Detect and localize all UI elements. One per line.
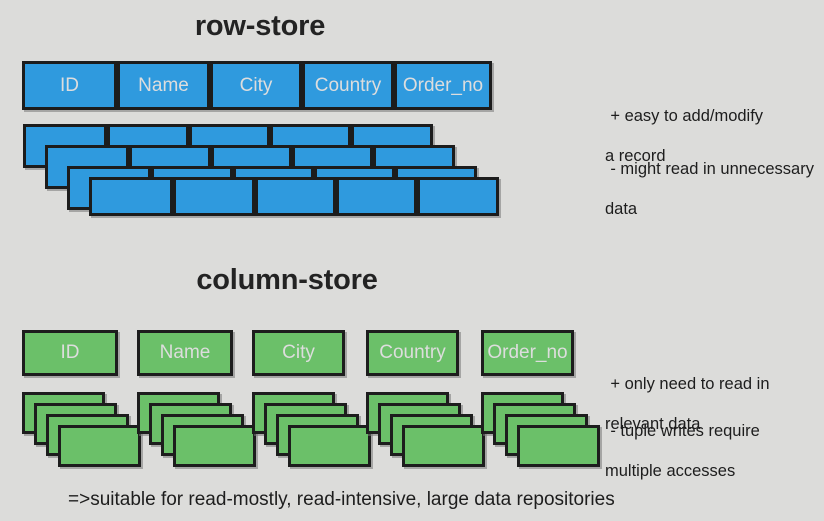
row-store-note-negative-line2: data xyxy=(605,200,638,218)
row-store-column-header-name: Name xyxy=(117,61,210,110)
column-store-note-positive-line2: relevant data xyxy=(605,415,701,433)
column-store-value-box xyxy=(517,425,600,467)
column-store-column-header-name: Name xyxy=(137,330,233,376)
column-store-value-box xyxy=(288,425,371,467)
row-store-column-header-id: ID xyxy=(22,61,117,110)
row-store-header-strip: ID Name City Country Order_no xyxy=(22,61,492,110)
column-store-value-stack-order-no xyxy=(481,392,601,472)
column-store-column-header-order-no: Order_no xyxy=(481,330,574,376)
row-store-column-header-country: Country xyxy=(302,61,394,110)
column-store-title: column-store xyxy=(196,264,378,296)
column-store-column-header-id: ID xyxy=(22,330,118,376)
row-store-record-cell xyxy=(255,177,336,216)
column-store-value-stack-city xyxy=(252,392,372,472)
column-store-note-negative-line1: - tuple writes require xyxy=(610,422,760,440)
row-store-note-positive-line2: a record xyxy=(605,147,666,165)
column-store-value-box xyxy=(58,425,141,467)
column-store-value-stack-name xyxy=(137,392,257,472)
column-store-value-box xyxy=(402,425,485,467)
row-store-note-positive-line1: + easy to add/modify xyxy=(610,107,764,125)
row-store-column-header-order-no: Order_no xyxy=(394,61,492,110)
row-store-column-header-city: City xyxy=(210,61,302,110)
row-store-record-cell xyxy=(89,177,173,216)
column-store-value-box xyxy=(173,425,256,467)
column-store-note-positive: + only need to read in relevant data xyxy=(592,354,770,474)
row-store-record-cell xyxy=(336,177,417,216)
summary-caption: =>suitable for read-mostly, read-intensi… xyxy=(68,489,615,510)
row-store-record-cell xyxy=(417,177,499,216)
column-store-value-stack-country xyxy=(366,392,486,472)
column-store-column-header-city: City xyxy=(252,330,345,376)
column-store-note-negative-line2: multiple accesses xyxy=(605,462,736,480)
column-store-note-positive-line1: + only need to read in xyxy=(610,375,770,393)
column-store-note-negative: - tuple writes require multiple accesses xyxy=(592,401,760,521)
column-store-value-stack-id xyxy=(22,392,142,472)
row-store-record-row xyxy=(89,177,499,216)
column-store-column-header-country: Country xyxy=(366,330,459,376)
row-store-note-negative-line1: - might read in unnecessary xyxy=(610,160,814,178)
row-store-record-cell xyxy=(173,177,255,216)
row-store-title: row-store xyxy=(194,10,326,42)
row-store-note-positive: + easy to add/modify a record xyxy=(592,86,763,206)
row-store-note-negative: - might read in unnecessary data xyxy=(592,139,814,259)
